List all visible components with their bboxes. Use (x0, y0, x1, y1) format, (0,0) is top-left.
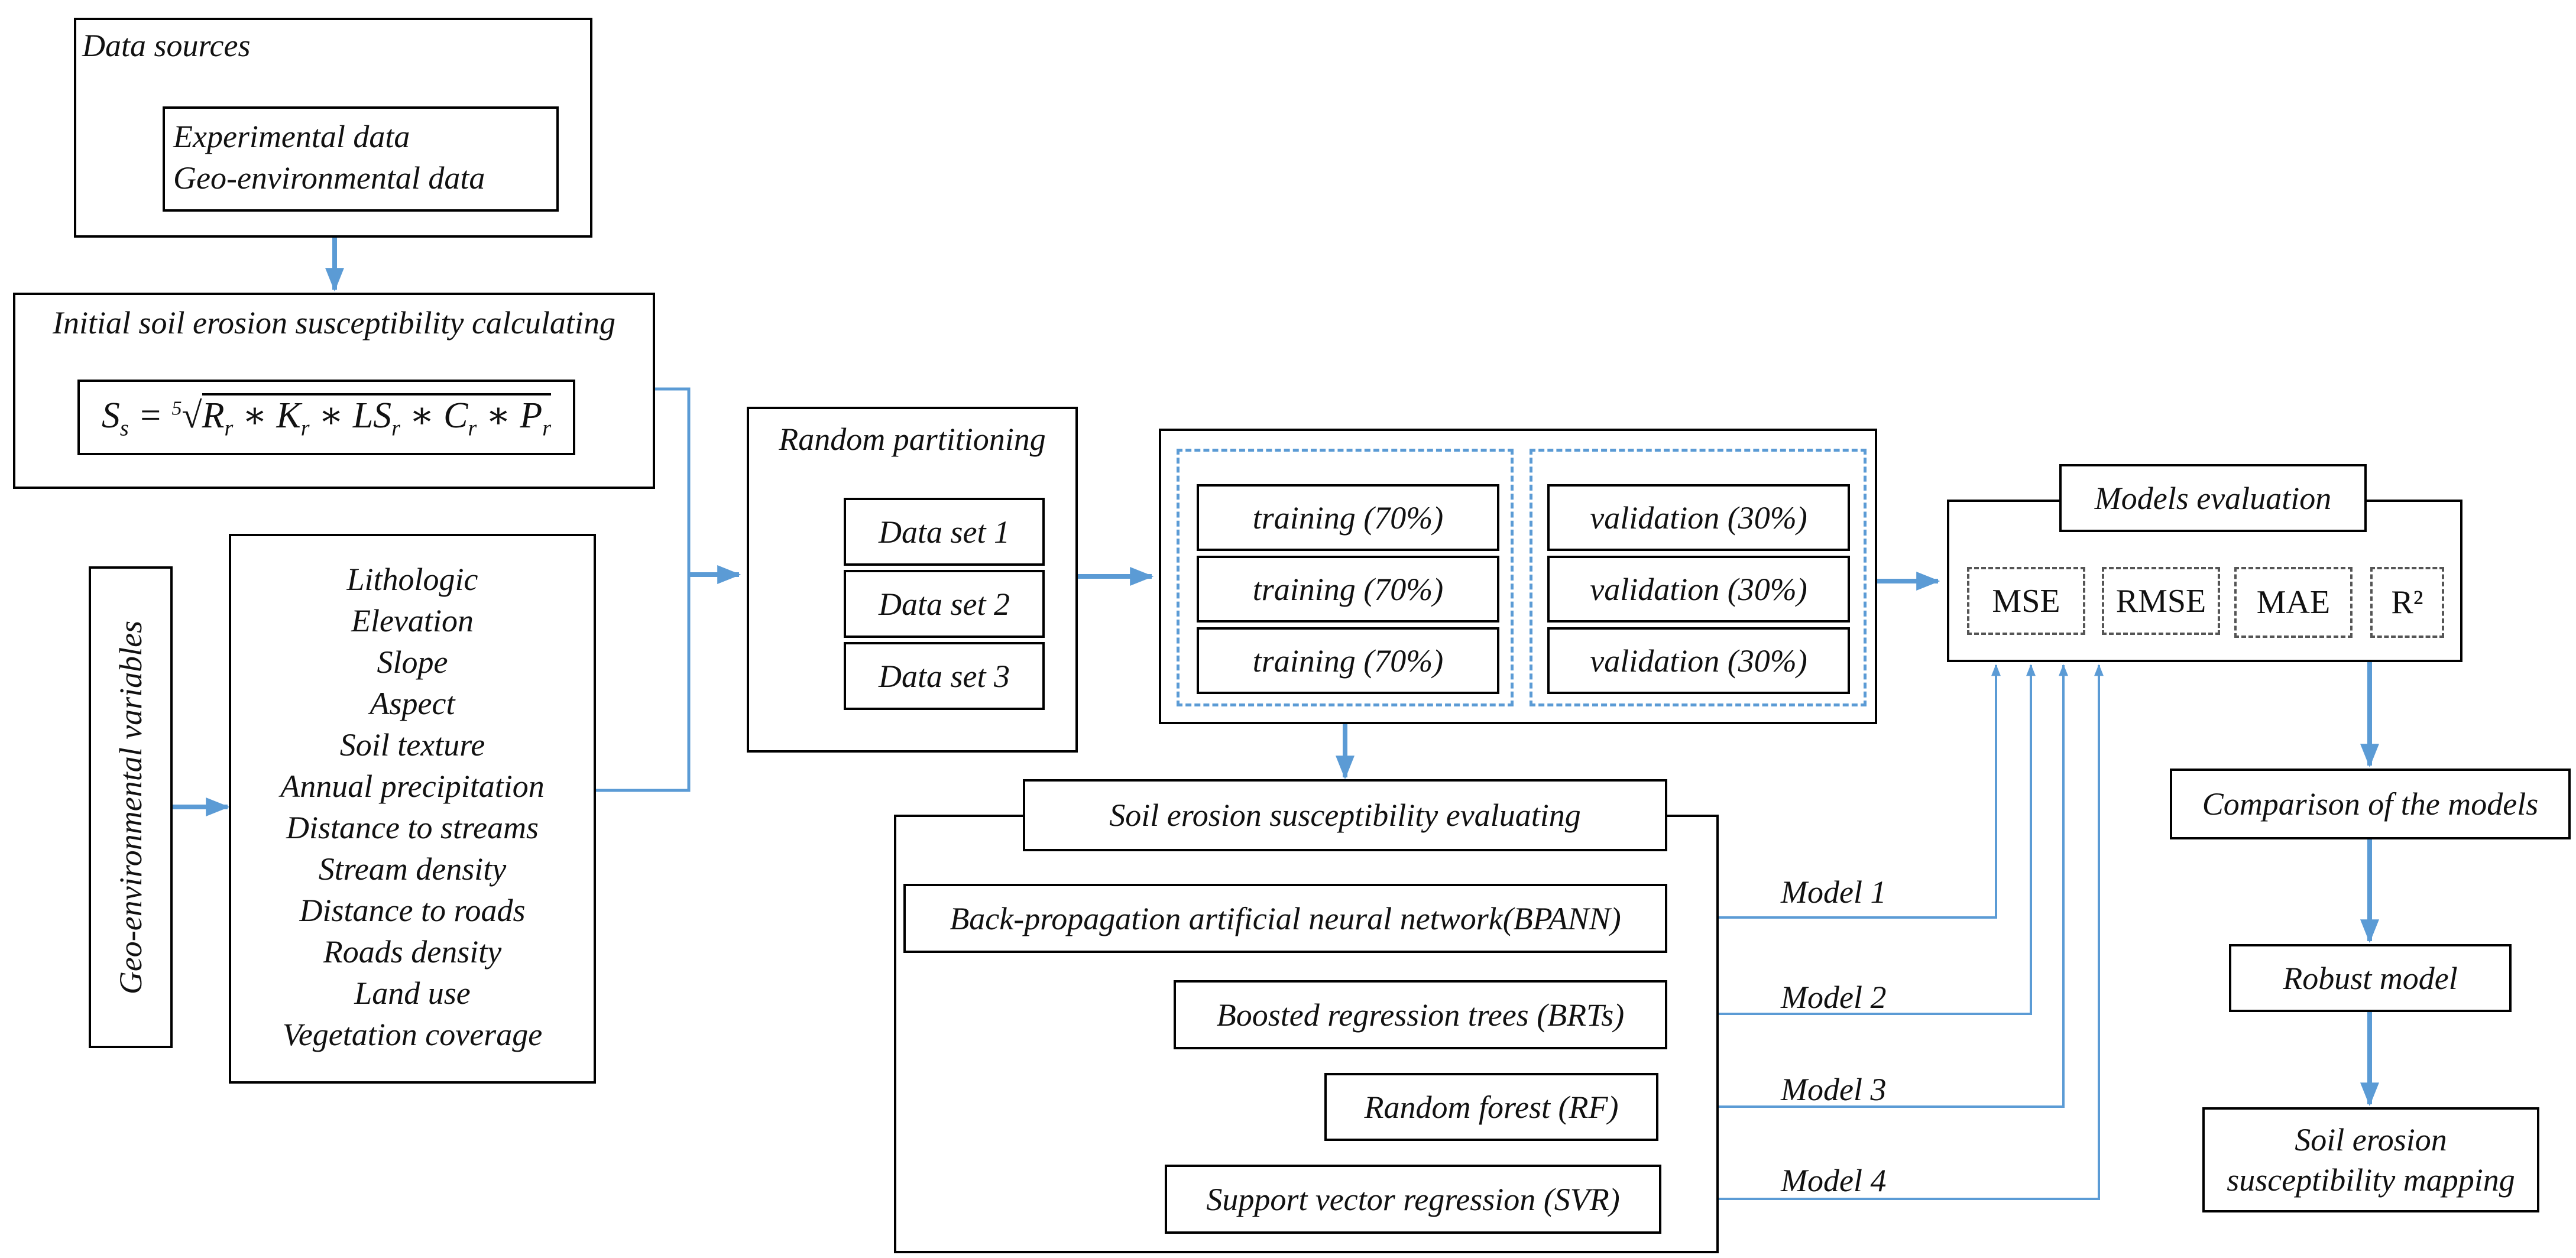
model-tag: Model 2 (1781, 980, 1887, 1015)
variables-box: Lithologic Elevation Slope Aspect Soil t… (229, 534, 596, 1084)
data-set-box: Data set 3 (844, 642, 1045, 710)
formula-text: Ss = 5√Rr ∗ Kr ∗ LSr ∗ Cr ∗ Pr (102, 393, 552, 441)
initial-calc-box: Initial soil erosion susceptibility calc… (13, 293, 655, 489)
line-model-4 (1657, 664, 2104, 1200)
validation-box: validation (30%) (1547, 627, 1850, 694)
formula-box: Ss = 5√Rr ∗ Kr ∗ LSr ∗ Cr ∗ Pr (77, 380, 575, 455)
data-sources-title: Data sources (82, 28, 251, 63)
variable-item: Vegetation coverage (282, 1017, 543, 1052)
model-tag: Model 4 (1781, 1163, 1887, 1198)
mapping-box: Soil erosion susceptibility mapping (2202, 1107, 2539, 1212)
training-box: training (70%) (1197, 556, 1499, 622)
model-tag: Model 1 (1781, 874, 1887, 910)
variable-item: Elevation (351, 603, 474, 638)
data-sources-box: Data sources Experimental data Geo-envir… (74, 18, 592, 238)
variable-item: Stream density (318, 851, 507, 887)
mapping-line-1: Soil erosion (2295, 1122, 2447, 1158)
training-box: training (70%) (1197, 484, 1499, 551)
robust-model-box: Robust model (2229, 944, 2512, 1012)
variable-item: Land use (354, 975, 471, 1011)
validation-box: validation (30%) (1547, 556, 1850, 622)
line-variables-to-merge (596, 575, 691, 792)
variable-item: Roads density (323, 934, 502, 970)
data-set-box: Data set 1 (844, 498, 1045, 566)
model-tag: Model 3 (1781, 1072, 1887, 1107)
metric-mse: MSE (1967, 567, 2085, 635)
initial-calc-title: Initial soil erosion susceptibility calc… (53, 305, 615, 341)
validation-box: validation (30%) (1547, 484, 1850, 551)
models-evaluation-title: Models evaluation (2059, 464, 2367, 532)
evaluating-title: Soil erosion susceptibility evaluating (1023, 779, 1667, 851)
model-box-brt: Boosted regression trees (BRTs) (1174, 980, 1667, 1049)
variable-item: Annual precipitation (280, 769, 545, 804)
model-box-rf: Random forest (RF) (1324, 1073, 1658, 1141)
data-source-item: Geo-environmental data (173, 160, 485, 196)
line-model-2 (1664, 664, 2036, 1015)
geo-env-label-box: Geo-environmental variables (89, 566, 173, 1048)
line-model-3 (1655, 664, 2068, 1108)
variables-list: Lithologic Elevation Slope Aspect Soil t… (231, 559, 594, 1055)
variable-item: Aspect (370, 686, 455, 721)
training-group (1177, 449, 1514, 706)
random-partitioning-title: Random partitioning (779, 422, 1046, 457)
models-evaluation-box: MSE RMSE MAE R² (1947, 500, 2462, 662)
comparison-box: Comparison of the models (2170, 769, 2571, 839)
metric-mae: MAE (2234, 567, 2353, 638)
data-set-box: Data set 2 (844, 570, 1045, 638)
training-box: training (70%) (1197, 627, 1499, 694)
line-initial-to-merge (655, 387, 691, 575)
mapping-line-2: susceptibility mapping (2227, 1162, 2515, 1198)
variable-item: Distance to roads (299, 893, 526, 928)
geo-env-label: Geo-environmental variables (113, 620, 148, 994)
variable-item: Distance to streams (286, 810, 539, 845)
metric-rmse: RMSE (2102, 567, 2220, 635)
line-model-1 (1664, 664, 2001, 919)
variable-item: Slope (377, 644, 448, 680)
variable-item: Lithologic (346, 562, 478, 597)
validation-group (1530, 449, 1867, 706)
data-sources-inner-box: Experimental data Geo-environmental data (163, 106, 559, 212)
model-box-svr: Support vector regression (SVR) (1165, 1165, 1661, 1234)
metric-r2: R² (2370, 567, 2444, 638)
split-box: training (70%) training (70%) training (… (1159, 429, 1877, 724)
variable-item: Soil texture (339, 727, 485, 763)
random-partitioning-box: Random partitioning Data set 1 Data set … (747, 407, 1078, 753)
data-source-item: Experimental data (173, 119, 410, 154)
model-box-bpann: Back-propagation artificial neural netwo… (903, 884, 1667, 953)
